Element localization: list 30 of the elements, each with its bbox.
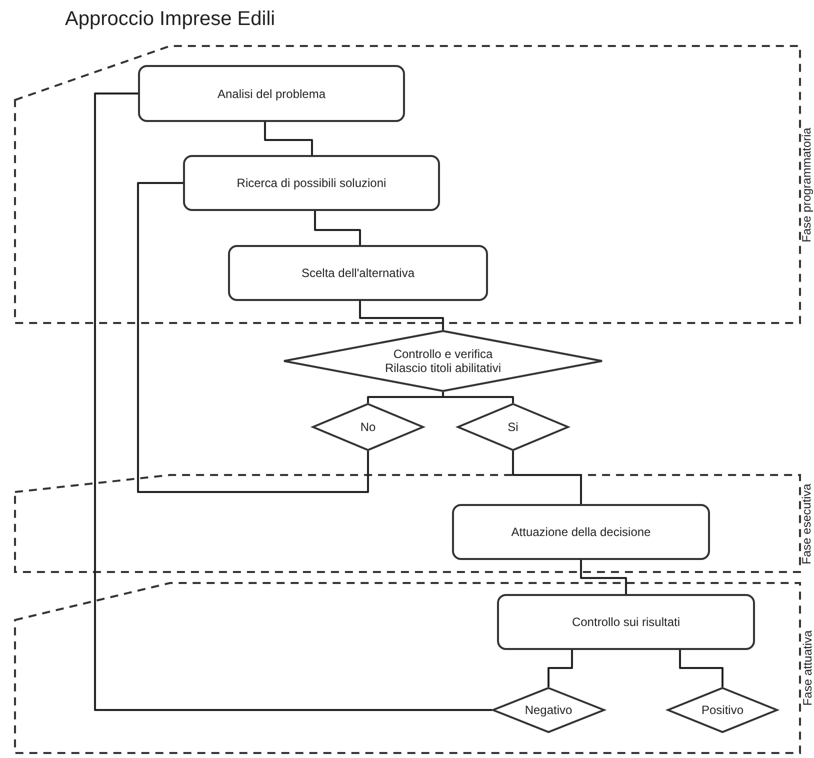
phase-label: Fase attuativa: [800, 630, 814, 706]
connector-line: [442, 392, 514, 403]
connector-line: [137, 182, 369, 493]
connector-line: [264, 122, 313, 155]
connector-line: [548, 650, 573, 687]
connector-line: [94, 92, 492, 711]
step-text: Controllo e verifica: [393, 347, 493, 361]
process-box: [183, 155, 440, 211]
diagram-title: Approccio Imprese Edili: [65, 8, 276, 31]
process-box: [497, 594, 755, 650]
step-text: Si: [508, 420, 518, 434]
process-box: [228, 245, 488, 301]
step-text: No: [360, 420, 376, 434]
connector-line: [580, 560, 627, 594]
step-text: Analisi del problema: [217, 86, 326, 100]
step-text: Scelta dell'alternativa: [301, 266, 415, 280]
connector-line: [314, 211, 361, 245]
connector-line: [512, 451, 582, 504]
step-text: Attuazione della decisione: [511, 525, 651, 539]
connector-line: [359, 301, 444, 330]
step-text: Positivo: [701, 703, 744, 717]
step-text: Controllo sui risultati: [572, 615, 680, 629]
process-box: [452, 504, 710, 560]
process-box: [138, 65, 405, 122]
step-text: Rilascio titoli abilitativi: [384, 361, 502, 375]
step-text: Ricerca di possibili soluzioni: [236, 176, 386, 190]
phase-label: Fase programmatoria: [800, 127, 814, 242]
phase-label: Fase esecutiva: [800, 483, 814, 564]
connector-line: [679, 650, 724, 687]
step-text: Negativo: [524, 703, 572, 717]
